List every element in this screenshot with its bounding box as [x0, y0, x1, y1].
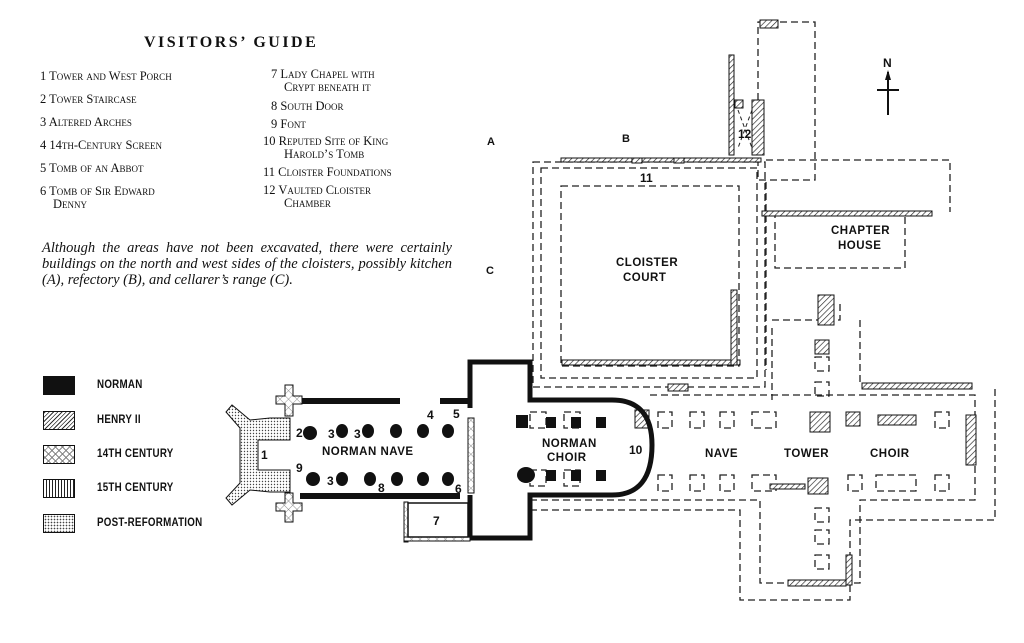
guide-item-9: 9 Font	[271, 118, 306, 131]
guide-title: VISITORS’ GUIDE	[144, 34, 319, 51]
guide-item-11: 11 Cloister Foundations	[263, 166, 392, 179]
marker-9: 9	[296, 461, 303, 475]
item-number: 3	[40, 115, 47, 129]
north-label: N	[883, 56, 892, 70]
guide-item-5: 5 Tomb of an Abbot	[40, 162, 144, 175]
marker-3: 3	[354, 427, 361, 441]
cloister-court-outline	[560, 185, 740, 367]
norman-choir-wall	[467, 359, 655, 541]
marker-11: 11	[640, 171, 653, 185]
item-number: 10	[263, 134, 276, 148]
excavation-note: Although the areas have not been excavat…	[42, 240, 452, 288]
item-number: 9	[271, 117, 278, 131]
north-arrow-icon: N	[877, 56, 899, 115]
item-label: Tower Staircase	[49, 92, 137, 106]
legend-label-norman: NORMAN	[97, 379, 143, 391]
item-label: Lady Chapel with	[280, 67, 375, 81]
item-number: 4	[40, 138, 47, 152]
item-label: Tomb of an Abbot	[49, 161, 144, 175]
label-tower: TOWER	[784, 448, 829, 460]
label-norman-choir-2: CHOIR	[547, 452, 587, 464]
item-label-cont: Chamber	[284, 196, 331, 210]
lady-chapel	[407, 502, 469, 538]
item-label: South Door	[280, 99, 344, 113]
legend-swatch-norman	[43, 376, 75, 395]
west-tower	[225, 404, 291, 506]
transept-north-outline	[771, 300, 861, 400]
label-chapter-2: HOUSE	[838, 240, 881, 252]
guide-item-1: 1 Tower and West Porch	[40, 70, 172, 83]
label-norman-choir-1: NORMAN	[542, 438, 597, 450]
item-label-cont: Harold’s Tomb	[284, 147, 365, 161]
church-south-outline	[530, 385, 996, 601]
item-label: Tower and West Porch	[49, 69, 172, 83]
label-nave: NAVE	[705, 448, 738, 460]
henry-ii-work	[560, 19, 977, 587]
item-number: 11	[263, 165, 276, 179]
guide-item-2: 2 Tower Staircase	[40, 93, 137, 106]
legend-swatch-post-reformation	[43, 514, 75, 533]
north-range-outline	[757, 21, 816, 181]
area-b: B	[622, 133, 630, 145]
guide-item-4: 4 14th-Century Screen	[40, 139, 162, 152]
marker-2: 2	[296, 426, 303, 440]
norman-piers	[303, 415, 606, 486]
item-label-cont: Crypt beneath it	[284, 80, 371, 94]
legend-label-15th-century: 15TH CENTURY	[97, 482, 174, 494]
label-cloister-1: CLOISTER	[616, 257, 678, 269]
legend-swatch-15th-century	[43, 479, 75, 498]
label-cloister-2: COURT	[623, 272, 666, 284]
item-number: 7	[271, 67, 278, 81]
item-number: 5	[40, 161, 47, 175]
item-label: Altered Arches	[48, 115, 132, 129]
cloister-walk-inner	[540, 167, 758, 379]
item-number: 6	[40, 184, 47, 198]
item-label: Vaulted Cloister	[278, 183, 372, 197]
14th-century-work	[275, 384, 475, 543]
east-range-outline	[765, 159, 951, 370]
marker-3: 3	[328, 427, 335, 441]
marker-5: 5	[453, 407, 460, 421]
legend-label-post-reformation: POST-REFORMATION	[97, 517, 203, 529]
marker-3: 3	[327, 474, 334, 488]
marker-1: 1	[261, 448, 268, 462]
marker-6: 6	[455, 482, 462, 496]
item-label: 14th-Century Screen	[49, 138, 162, 152]
norman-walls	[467, 359, 655, 541]
legend-label-14th-century: 14TH CENTURY	[97, 448, 174, 460]
marker-12: 12	[738, 127, 752, 141]
label-chapter-1: CHAPTER	[831, 225, 890, 237]
marker-8: 8	[378, 481, 385, 495]
item-label: Cloister Foundations	[278, 165, 392, 179]
label-norman-nave: NORMAN NAVE	[322, 446, 414, 458]
marker-4: 4	[427, 408, 434, 422]
item-number: 1	[40, 69, 47, 83]
guide-item-8: 8 South Door	[271, 100, 343, 113]
item-number: 12	[263, 183, 276, 197]
area-a: A	[487, 136, 495, 148]
area-c: C	[486, 265, 494, 277]
marker-10: 10	[629, 443, 643, 457]
legend-swatch-14th-century	[43, 445, 75, 464]
legend-label-henry-ii: HENRY II	[97, 414, 141, 426]
legend-swatch-henry-ii	[43, 411, 75, 430]
label-choir: CHOIR	[870, 448, 910, 460]
church-outer-outline	[530, 394, 976, 584]
item-label-cont: Denny	[53, 197, 88, 211]
item-label: Reputed Site of King	[278, 134, 389, 148]
item-number: 2	[40, 92, 47, 106]
chapter-house-outline	[774, 214, 906, 269]
item-label: Font	[280, 117, 306, 131]
item-label: Tomb of Sir Edward	[49, 184, 155, 198]
guide-item-3: 3 Altered Arches	[40, 116, 132, 129]
norman-nave-walls	[300, 398, 606, 499]
item-number: 8	[271, 99, 278, 113]
marker-7: 7	[433, 514, 440, 528]
